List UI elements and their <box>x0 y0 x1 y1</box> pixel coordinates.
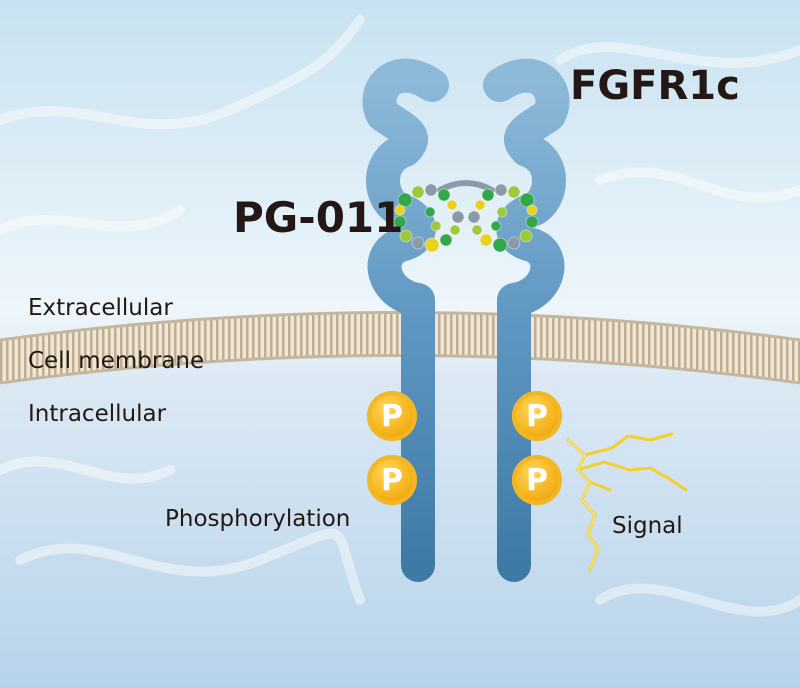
signal-label: Signal <box>612 513 683 539</box>
membrane-label: Cell membrane <box>28 348 205 374</box>
water-ripples <box>0 15 800 617</box>
receptor-left-arm <box>362 58 449 582</box>
phosphate-icon: P <box>367 455 417 505</box>
phosphate-icon: P <box>367 391 417 441</box>
receptor-icon <box>362 58 570 582</box>
receptor-label: FGFR1c <box>570 63 740 109</box>
phosphate-label: P <box>526 398 548 434</box>
antibody-icon <box>393 180 539 253</box>
phosphate-label: P <box>381 398 403 434</box>
intracellular-label: Intracellular <box>28 401 167 427</box>
extracellular-label: Extracellular <box>28 295 173 321</box>
phosphate-label: P <box>526 462 548 498</box>
phosphate-label: P <box>381 462 403 498</box>
phosphate-icon: P <box>512 391 562 441</box>
phosphorylation-label: Phosphorylation <box>165 506 351 532</box>
receptor-right-arm <box>483 58 570 582</box>
antibody-label: PG-011 <box>233 193 404 242</box>
phosphate-icon: P <box>512 455 562 505</box>
